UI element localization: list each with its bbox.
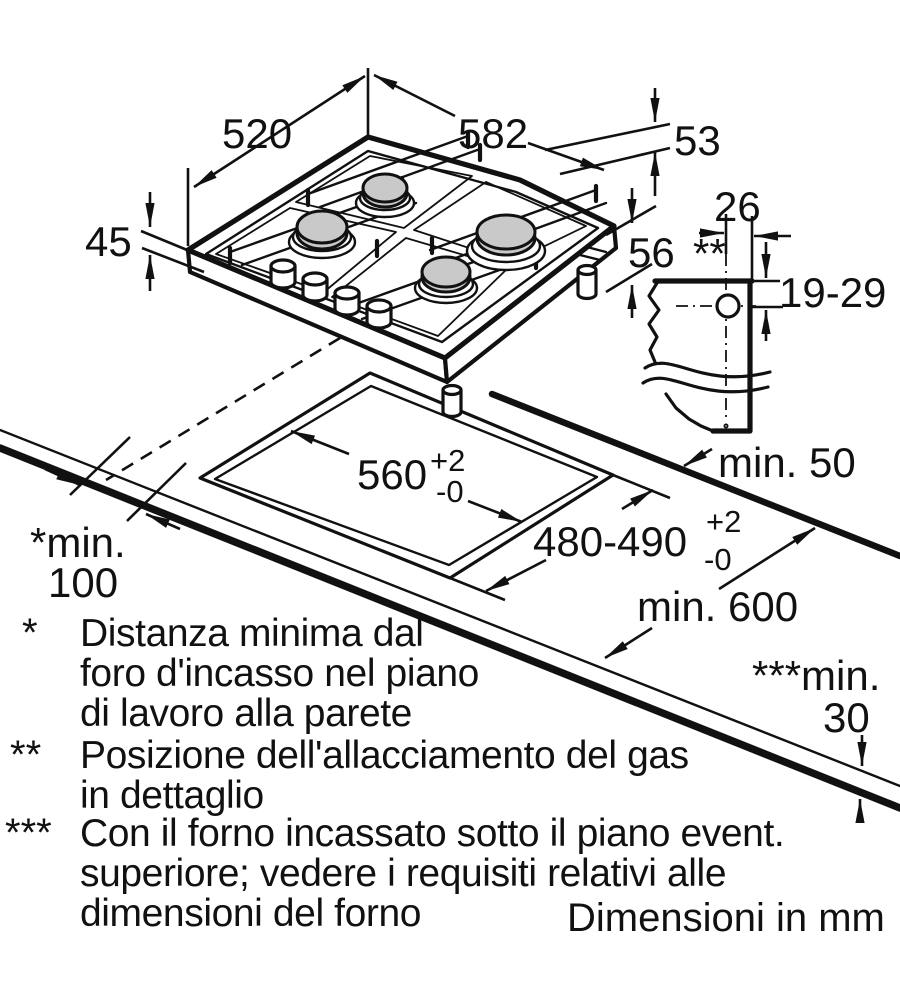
worktop-rear-edge bbox=[488, 390, 900, 560]
burner-right-wok bbox=[465, 213, 547, 272]
dimension-min-50: min. 50 bbox=[683, 439, 856, 486]
burner-front bbox=[413, 255, 479, 305]
footnote-marker-2: ** bbox=[10, 733, 41, 777]
dimension-520: 520 bbox=[186, 68, 370, 246]
dimension-label-19-29: 19-29 bbox=[779, 269, 886, 316]
dimension-480-490: 480-490 +2 -0 bbox=[449, 473, 741, 602]
footnote-3-line-2: superiore; vedere i requisiti relativi a… bbox=[80, 852, 726, 895]
dimension-label-min-50: min. 50 bbox=[718, 439, 856, 486]
cutout-inner-outline bbox=[213, 384, 599, 567]
dimension-label-min-600: min. 600 bbox=[637, 583, 798, 630]
tolerance-480-490-minus: -0 bbox=[704, 542, 732, 577]
dimension-label-56: 56 bbox=[628, 229, 675, 276]
hob-isometric-view bbox=[185, 129, 619, 419]
dimension-min-600: min. 600 bbox=[604, 526, 816, 660]
dimension-min-100: *min. 100 bbox=[30, 436, 187, 606]
burner-left bbox=[287, 209, 357, 260]
dimension-label-45: 45 bbox=[85, 218, 132, 265]
footnote-1-line-2: foro d'incasso nel piano bbox=[80, 652, 479, 695]
detail-torn-edge-upper bbox=[647, 281, 661, 364]
centerline-dot bbox=[723, 423, 729, 429]
dimension-45: 45 bbox=[85, 192, 205, 291]
gas-connection-detail bbox=[641, 254, 772, 434]
detail-torn-edge-lower bbox=[664, 392, 715, 433]
footnote-marker-1: * bbox=[22, 611, 38, 655]
dimension-56: 56 bbox=[605, 188, 675, 318]
footnotes: * Distanza minima dal foro d'incasso nel… bbox=[5, 611, 785, 935]
tolerance-480-490-plus: +2 bbox=[706, 504, 741, 539]
tolerance-560-plus: +2 bbox=[430, 443, 465, 478]
dimension-label-53: 53 bbox=[674, 117, 721, 164]
footnote-1-line-3: di lavoro alla parete bbox=[80, 692, 412, 735]
projection-dashed-line bbox=[105, 336, 341, 482]
worktop-front-edge-bottom bbox=[0, 444, 900, 812]
dimension-label-min-marker: *min. bbox=[30, 519, 126, 566]
footnote-2-line-1: Posizione dell'allacciamento del gas bbox=[80, 734, 689, 777]
dimension-label-30: 30 bbox=[823, 694, 870, 741]
dimension-label-min-30-marker: ***min. bbox=[752, 652, 880, 699]
dimension-19-29: 19-29 bbox=[752, 242, 886, 341]
units-note: Dimensioni in mm bbox=[567, 896, 885, 940]
footnote-1-line-1: Distanza minima dal bbox=[80, 612, 424, 655]
dimension-label-480-490: 480-490 bbox=[533, 518, 687, 565]
worktop-front-edge-top bbox=[0, 428, 900, 788]
hob-foot bbox=[576, 263, 598, 301]
dimension-53: 53 bbox=[544, 88, 721, 196]
detail-break-wave-2 bbox=[641, 376, 770, 394]
footnote-3-line-1: Con il forno incassato sotto il piano ev… bbox=[80, 812, 784, 855]
dimension-label-520: 520 bbox=[222, 110, 292, 157]
dimension-582: 582 bbox=[373, 73, 605, 172]
footnote-3-line-3: dimensioni del forno bbox=[80, 892, 421, 935]
hob-foot bbox=[441, 383, 463, 419]
dimension-min-30: ***min. 30 bbox=[752, 652, 880, 823]
tolerance-560-minus: -0 bbox=[436, 474, 464, 509]
dimension-26: 26 ** bbox=[693, 183, 791, 281]
worktop-view bbox=[0, 336, 900, 812]
burner-back bbox=[354, 172, 416, 219]
dimension-label-582: 582 bbox=[458, 110, 528, 157]
footnote-marker-3: *** bbox=[5, 811, 52, 855]
dimension-label-100: 100 bbox=[48, 559, 118, 606]
dimension-label-560: 560 bbox=[357, 451, 427, 498]
detail-break-wave-1 bbox=[643, 361, 772, 379]
gas-connection-point bbox=[715, 293, 741, 319]
footnote-2-line-2: in dettaglio bbox=[80, 774, 264, 817]
gas-detail-reference-marker: ** bbox=[693, 230, 726, 277]
control-knobs bbox=[269, 258, 393, 330]
dimension-560: 560 +2 -0 bbox=[290, 429, 523, 524]
dimension-label-26: 26 bbox=[714, 183, 761, 230]
